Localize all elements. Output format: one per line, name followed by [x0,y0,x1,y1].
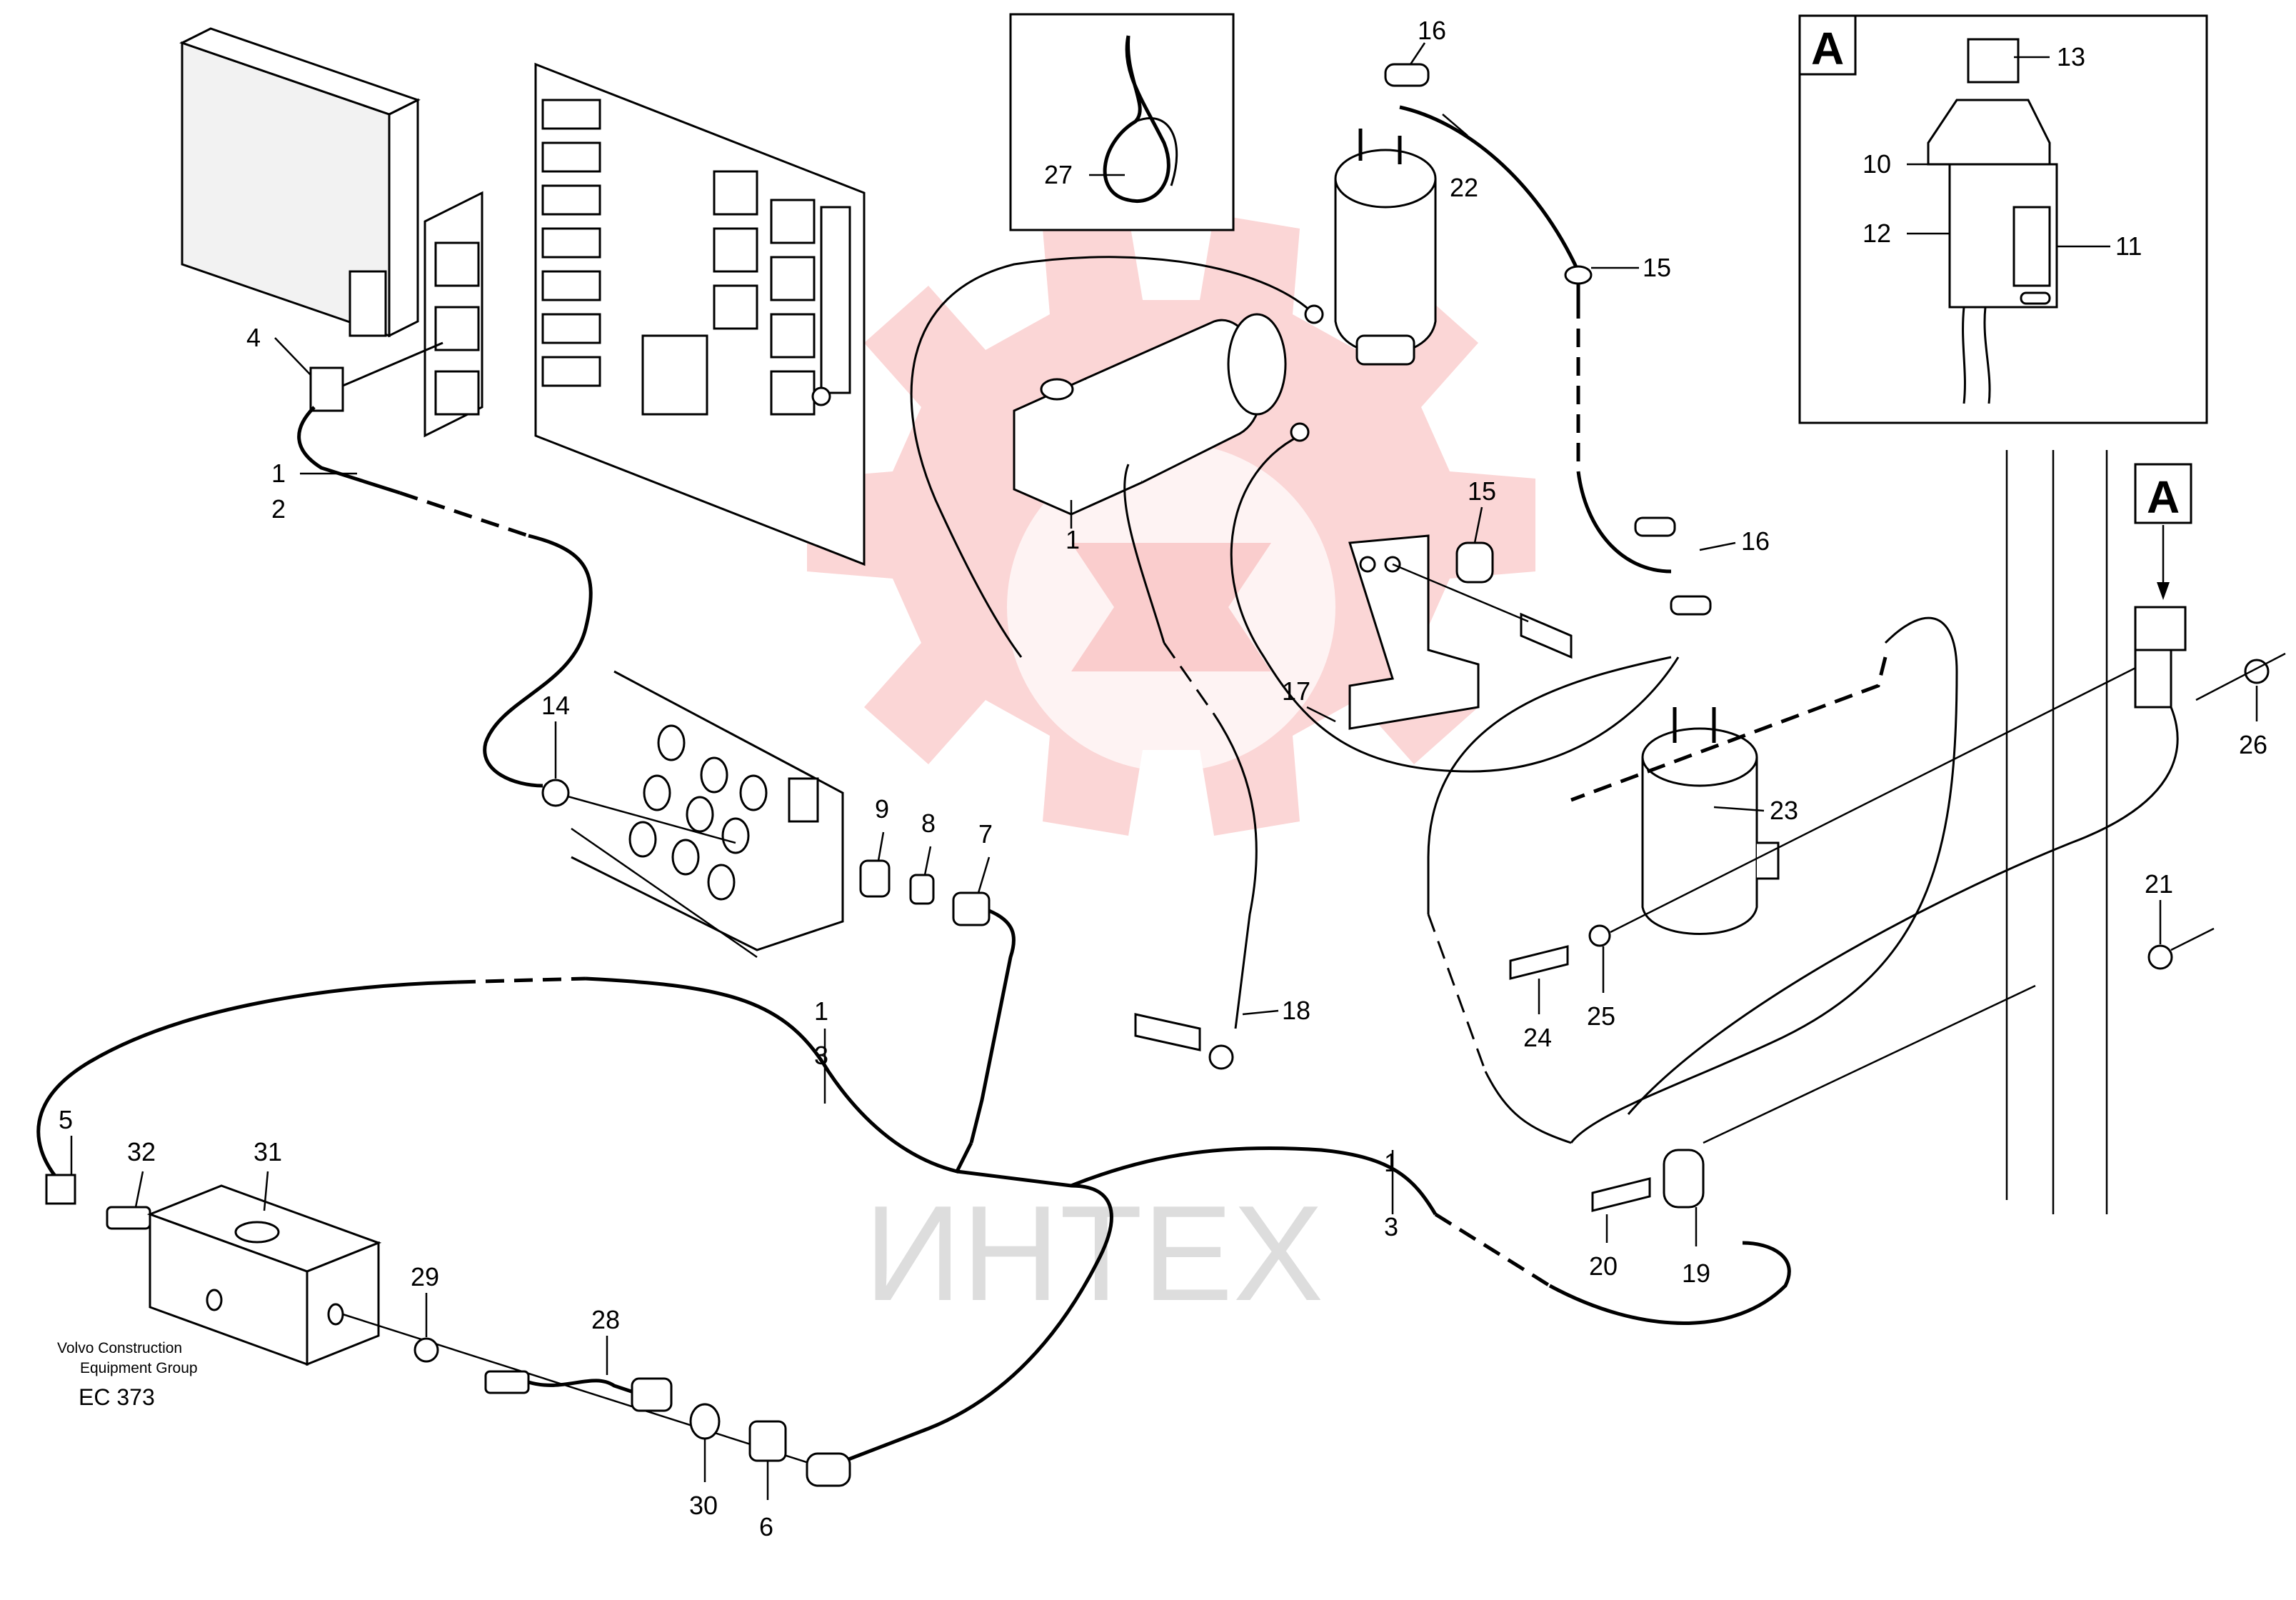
label-1-ecu: 1 [271,459,286,488]
label-5: 5 [59,1105,73,1134]
label-1-mid: 1 [814,996,828,1026]
relay-circuit-board [534,62,866,566]
caption-line-2: Equipment Group [80,1360,198,1376]
bolt-20 [1591,1177,1651,1212]
motor-1 [1013,313,1287,516]
fuse-holder-mounted [2134,606,2187,709]
nut-6 [748,1420,787,1462]
label-1-motor: 1 [1066,525,1080,554]
bracket-15 [1348,534,1480,730]
bolt-24 [1509,945,1569,980]
washer-25 [1588,924,1611,947]
motor-wire-upper [910,256,1315,658]
sensor-cable-28 [484,1370,673,1412]
cap-16-right-b [1670,595,1712,616]
cable-17 [1230,434,1680,773]
label-15-bracket: 15 [1468,476,1496,506]
cable-tie-drawing [1103,35,1178,203]
cap-16-top [1384,63,1430,87]
nut-8 [909,874,935,905]
clip-19 [1663,1149,1705,1209]
label-23: 23 [1770,796,1798,825]
label-13: 13 [2057,42,2085,71]
solenoid-22 [1334,129,1437,366]
label-22: 22 [1450,173,1478,202]
label-31: 31 [254,1137,282,1166]
label-8: 8 [921,809,936,838]
label-14: 14 [541,691,570,720]
sensor-32 [106,1206,151,1230]
caption-code: EC 373 [79,1384,155,1410]
connector-4 [309,366,344,412]
ref-letter-box [2134,463,2192,524]
label-3-mid: 3 [814,1041,828,1070]
frame-rails [2005,450,2108,1214]
label-16-top: 16 [1418,16,1446,45]
instrument-panel-plate [571,670,844,959]
connector-5 [45,1174,76,1205]
washer-21 [2147,944,2173,970]
label-18: 18 [1282,996,1310,1025]
label-10: 10 [1863,149,1891,179]
label-27: 27 [1044,160,1073,189]
label-21: 21 [2145,869,2173,899]
harness-ecu [297,406,401,495]
label-16-right: 16 [1741,526,1770,556]
washer-29 [413,1337,439,1363]
cable-18 [1213,714,1258,1029]
label-4: 4 [246,323,261,352]
label-28: 28 [591,1305,620,1334]
bolt-bracket [1520,612,1573,659]
grommet-9 [859,859,891,898]
label-19: 19 [1682,1259,1710,1288]
detail-letter-box [1798,14,1857,76]
fuse-holder-drawing [1927,38,2058,404]
label-20: 20 [1589,1251,1618,1281]
label-25: 25 [1587,1001,1615,1031]
label-6: 6 [759,1512,773,1541]
fitting-7 [952,891,991,926]
ref-letter: A [2147,471,2180,523]
label-3-right: 3 [1384,1212,1398,1241]
label-1-right: 1 [1384,1148,1398,1177]
label-26: 26 [2239,730,2267,759]
label-32: 32 [127,1137,156,1166]
label-9: 9 [875,794,889,824]
detail-letter: A [1811,23,1844,74]
ecu-bracket [423,191,483,438]
fitting-end [806,1452,851,1487]
cap-16-right-a [1634,516,1676,537]
label-24: 24 [1523,1023,1552,1052]
label-7: 7 [978,819,993,849]
valve-block-31 [146,1184,382,1366]
watermark-gear-logo [807,214,1535,836]
bolt-18 [1134,1013,1201,1051]
nut-14 [541,779,570,807]
label-11: 11 [2115,231,2142,261]
label-17: 17 [1282,676,1310,706]
watermark-text: ИНТЕХ [864,1178,1323,1329]
label-12: 12 [1863,219,1891,248]
caption-line-1: Volvo Construction [57,1340,182,1356]
detail-box-cable-tie [1009,13,1235,231]
solenoid-23 [1641,707,1780,935]
clip-15-top [1564,265,1593,285]
washer-30 [689,1403,721,1440]
harness-main [36,980,458,1180]
ecu-control-unit [179,27,421,338]
clip-15-bracket [1455,541,1494,584]
label-15-top: 15 [1643,253,1671,282]
label-2-ecu: 2 [271,494,286,524]
label-30: 30 [689,1491,718,1520]
label-29: 29 [411,1262,439,1291]
